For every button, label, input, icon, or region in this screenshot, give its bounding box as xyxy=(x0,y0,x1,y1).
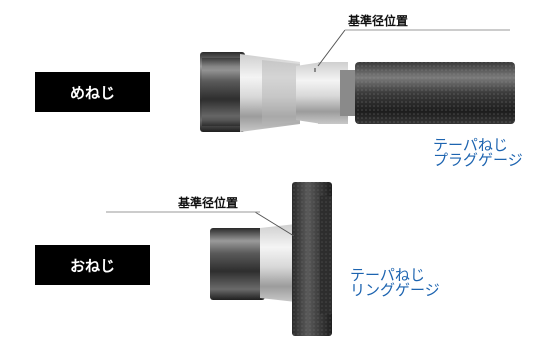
ring-gauge-caption: テーパねじ リングゲージ xyxy=(350,268,440,298)
callout-leader-bottom xyxy=(254,211,295,237)
plug-gauge-caption: テーパねじ プラグゲージ xyxy=(433,138,523,168)
plug-gauge xyxy=(296,62,515,124)
male-thread-part xyxy=(210,224,296,302)
plug-gauge-caption-line1: テーパねじ xyxy=(433,136,508,154)
reference-diameter-callout-bottom: 基準径位置 xyxy=(178,196,239,210)
callout-leader-top xyxy=(317,29,346,67)
male-thread-label: おねじ xyxy=(35,245,150,285)
female-thread-label: めねじ xyxy=(35,72,150,112)
ring-gauge-caption-line1: テーパねじ xyxy=(350,266,425,284)
reference-diameter-callout-top: 基準径位置 xyxy=(348,14,409,28)
ring-gauge xyxy=(292,182,332,336)
female-thread-part xyxy=(200,52,300,132)
ring-gauge-caption-line2: リングゲージ xyxy=(350,281,440,299)
plug-gauge-caption-line2: プラグゲージ xyxy=(433,151,523,169)
